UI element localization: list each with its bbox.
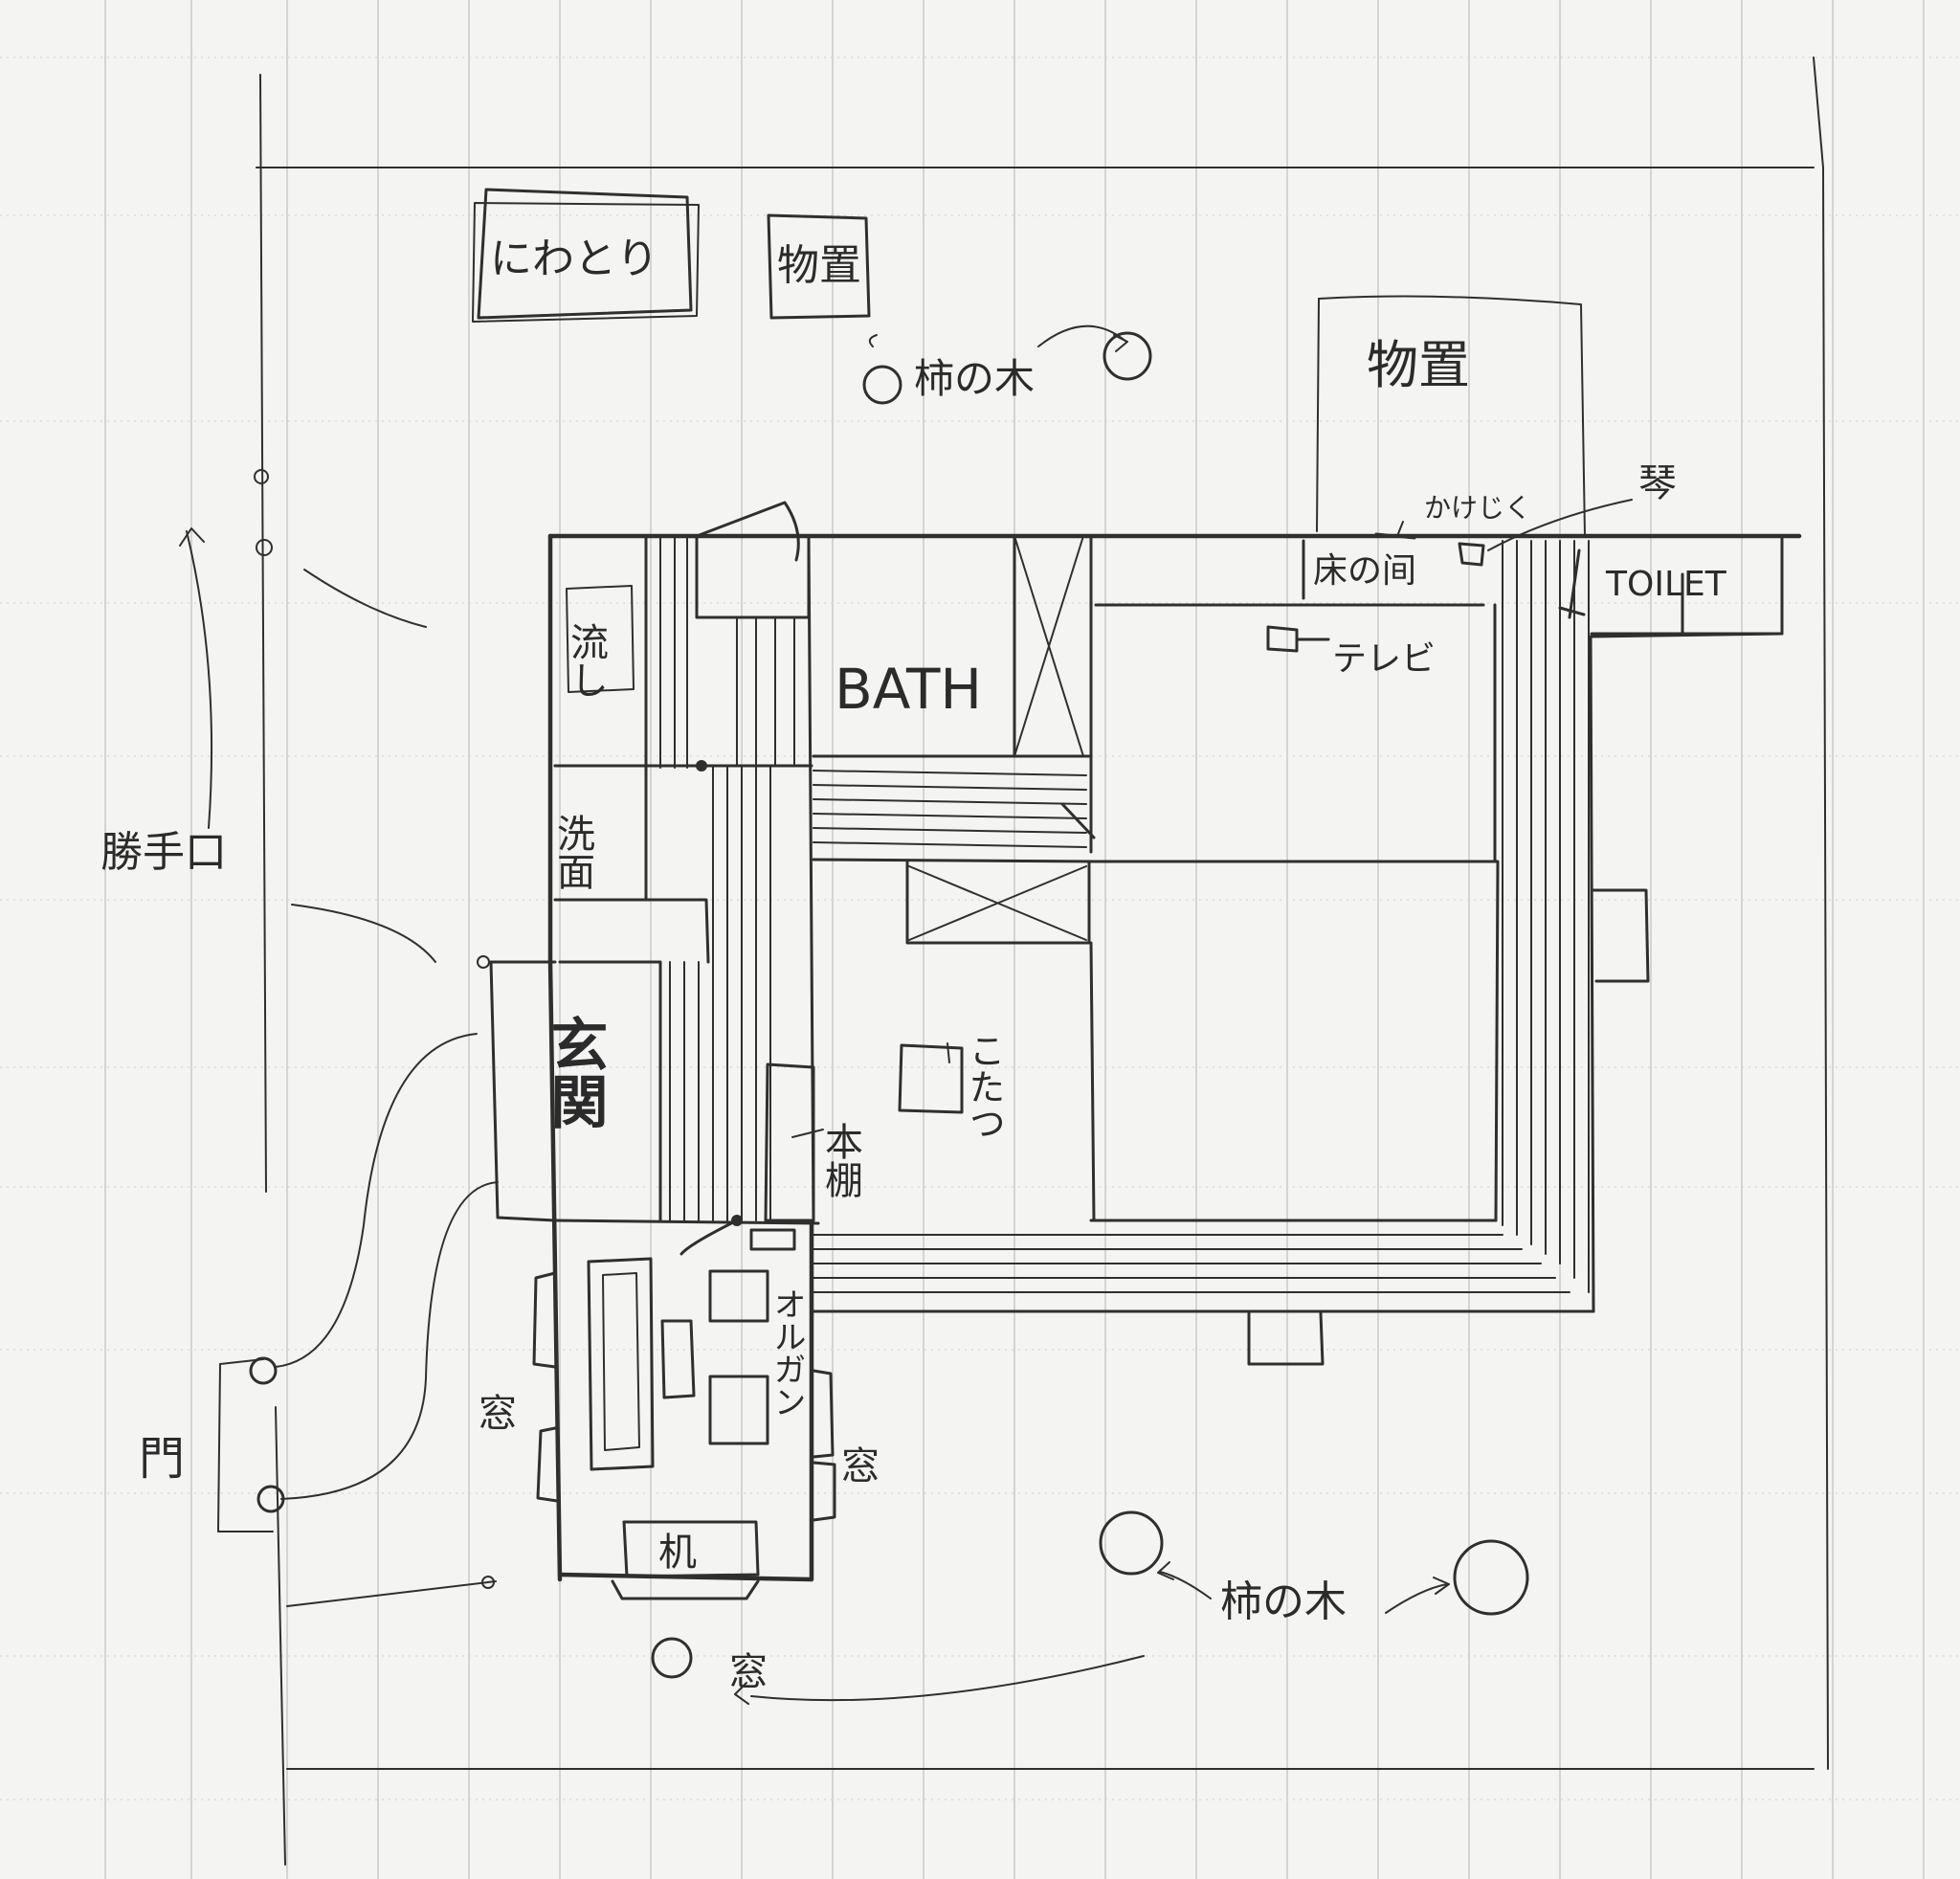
door-hinge-icon [696,760,707,772]
kotatsu-icon [898,1043,964,1114]
storage-shed-large-label: 物置 [1367,335,1470,395]
corridor-floorboards [659,501,815,1256]
genkan-entrance: 玄関 [541,960,662,1222]
windows: 窓 窓 窓 [479,1271,879,1689]
living-room: 床の间 テレビ [1094,532,1497,863]
fence-post [256,539,273,556]
main-gate: 門 [139,1033,499,1607]
kotatsu-label: こたつ [963,1032,1005,1141]
storage-shed-small-label: 物置 [777,241,861,290]
toilet-label: TOILET [1605,565,1727,604]
study-room: オルガン 机 [587,1228,806,1578]
step-stone [1247,1311,1325,1366]
kakejiku-label: かけじく [1424,492,1531,524]
tokonoma-label: 床の间 [1313,551,1416,591]
window-label-left: 窓 [479,1392,517,1436]
bookshelf: 本棚 [764,1063,862,1222]
service-entrance-annotation: 勝手口 [100,527,490,969]
closet [905,860,1091,945]
property-boundary [249,56,1829,1866]
fence-post [254,469,269,484]
annotations-top-right: かけじく 琴 [1396,461,1677,551]
window-label-right: 窓 [835,1445,879,1484]
persimmon-trees-bottom: 柿の木 [651,1510,1529,1705]
tatami-room: こたつ [898,860,1500,1222]
persimmon-tree-label-top: 柿の木 [914,355,1035,402]
koto-icon [1458,542,1485,567]
tree-icon [862,365,902,405]
door-knob-icon [477,955,490,969]
tree-icon [1453,1539,1529,1616]
tree-icon [1099,1510,1164,1576]
engawa-veranda [812,540,1650,1366]
kitchen-sink-label: 流し [564,622,608,699]
bath-room: BATH [812,534,1093,854]
gate-post-icon [256,1485,285,1513]
tree-icon [651,1637,693,1679]
kitchen-sink: 流し [553,534,648,768]
wash-basin-label: 洗面 [550,814,594,890]
door-knob-icon [481,1576,495,1589]
wash-basin: 洗面 [550,764,710,964]
hallway-floorboards [812,770,1098,863]
bath-label: BATH [835,657,982,722]
gate-post-icon [249,1356,278,1385]
chicken-coop-label: にわとり [490,235,658,283]
desk-icon [622,1520,760,1578]
persimmon-tree-label-bottom: 柿の木 [1220,1577,1347,1626]
window-label-bottom: 窓 [723,1651,767,1689]
persimmon-trees-top: 柿の木 [862,324,1152,405]
organ-label: オルガン [768,1287,806,1418]
storage-shed-small: 物置 [767,213,871,320]
gate-label: 門 [139,1432,185,1486]
tv-icon [1266,625,1330,653]
koto-label: 琴 [1638,461,1677,505]
genkan-label: 玄関 [541,1015,608,1130]
storage-shed-large: 物置 [1316,295,1586,537]
toilet: TOILET [1558,548,1784,638]
step-stone [1592,888,1650,983]
service-entrance-label: 勝手口 [100,828,227,877]
tree-icon [1102,331,1152,381]
chicken-coop: にわとり [472,188,700,323]
desk-label: 机 [658,1531,697,1575]
tv-label: テレビ [1332,639,1436,679]
bookshelf-label: 本棚 [818,1122,862,1198]
